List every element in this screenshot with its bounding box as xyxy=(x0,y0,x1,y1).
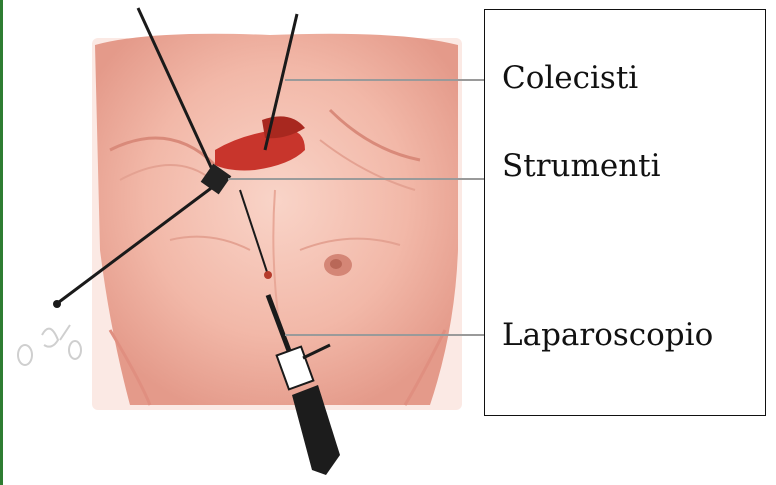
artist-signature xyxy=(18,325,81,365)
label-strumenti: Strumenti xyxy=(502,151,661,182)
label-colecisti: Colecisti xyxy=(502,63,638,94)
label-laparoscopio: Laparoscopio xyxy=(502,320,713,351)
abdomen-figure xyxy=(92,34,462,410)
